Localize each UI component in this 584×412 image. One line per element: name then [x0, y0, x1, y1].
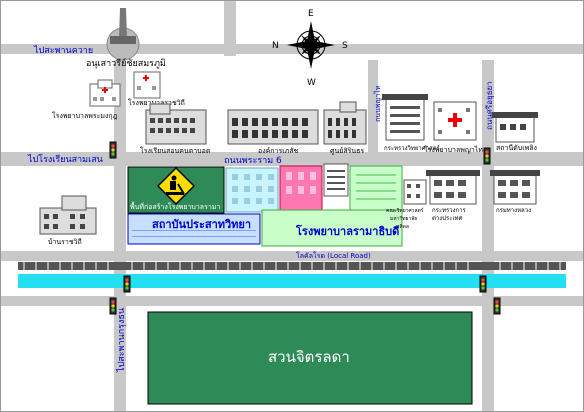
victory-monument — [106, 8, 140, 61]
institute-building — [127, 213, 261, 245]
label-faculty-sci: คณะวิทยาศาสตร์ — [386, 207, 424, 214]
phayathai-hospital-building — [433, 101, 477, 141]
road-phayathai-vertical — [368, 60, 378, 164]
railway — [18, 262, 566, 270]
label-faculty-sci-2: มหาวิทยาลัย — [390, 215, 417, 222]
compass-w: W — [307, 78, 316, 88]
road-left-vertical — [114, 60, 126, 412]
road-local — [0, 251, 584, 261]
road-rama6 — [0, 152, 584, 166]
traffic-light-icon — [123, 275, 131, 293]
label-school-deaf: โรงเรียนสอนคนตาบอด — [140, 146, 210, 155]
label-pahonyothin: ไปสะพานควาย — [33, 45, 93, 56]
label-institute: สถาบันประสาทวิทยา — [152, 218, 251, 231]
label-local-road: โลคัลโรด (Local Road) — [296, 251, 371, 260]
label-phayathai: ถนนพญาไท — [373, 85, 382, 122]
label-highways: กรมทางหลวง — [496, 207, 531, 214]
ministry-science-building — [382, 94, 428, 141]
label-krungthon: ไปสะพานกรุงธน — [116, 308, 127, 373]
fire-station-building — [492, 112, 538, 143]
label-chitralada: สวนจิตรลดา — [268, 348, 350, 366]
highways-building — [490, 170, 540, 205]
sirindhorn-building — [323, 101, 367, 145]
institute-windows — [132, 230, 256, 237]
phramongkut-hospital-building — [89, 79, 121, 107]
faculty-sci-building — [403, 179, 427, 205]
road-top-horizontal — [0, 44, 584, 54]
traffic-light-icon — [109, 297, 117, 315]
label-ministry-sci: กระทรวงวิทยาศาสตร์ — [384, 144, 441, 152]
label-ratchawithi-house: บ้านราชวิถี — [48, 238, 82, 246]
ramathibodi-building — [261, 209, 403, 247]
rajvithi-hospital-building — [133, 71, 161, 99]
label-victory-monument: อนุเสาวรีย์ชัยสมรภูมิ — [86, 57, 166, 69]
label-ramathibodi: โรงพยาบาลรามาธิบดี — [295, 224, 399, 238]
label-phayathai-hosp: โรงพยาบาลพญาไท — [424, 145, 483, 154]
compass-e: E — [308, 9, 314, 19]
construction-sign-icon — [156, 166, 196, 206]
label-fire-station: สถานีดับเพลิง — [496, 144, 537, 152]
label-construction: พื้นที่ก่อสร้างโรงพยาบาลรามา — [130, 200, 220, 211]
pharm-org-building — [227, 109, 319, 145]
green-wing-upper — [349, 165, 403, 213]
compass-n: N — [272, 41, 279, 51]
pink-building-windows — [286, 172, 316, 194]
label-faculty-sci-3: มหิดล — [396, 223, 409, 230]
foreign-ministry-building — [426, 170, 480, 205]
cyan-building-windows — [232, 174, 274, 204]
label-rajvithi: โรงพยาบาลราชวิถี — [128, 98, 185, 107]
label-foreign-ministry: กระทรวงการ — [432, 207, 467, 214]
compass-s: S — [342, 41, 348, 51]
label-sirindhorn: ศูนย์สิรินธร — [330, 147, 364, 155]
road-pahonyothin-vertical — [224, 0, 236, 56]
traffic-light-icon — [479, 275, 487, 293]
chitralada-park — [147, 311, 473, 405]
label-phramongkut: โรงพยาบาลพระมงกุฎ — [52, 111, 118, 120]
canal — [18, 274, 566, 288]
compass-rose — [287, 21, 335, 69]
traffic-light-icon — [493, 297, 501, 315]
label-sriayutthaya: ถนนศรีอยุธยา — [485, 81, 494, 130]
traffic-light-icon — [109, 141, 117, 159]
traffic-light-icon — [483, 147, 491, 165]
school-deaf-building — [145, 103, 207, 145]
label-rianthong: ไปโรงเรียนสามเสน — [27, 154, 103, 165]
label-pharm: องค์การเภสัช — [258, 147, 299, 155]
label-rama6: ถนนพระราม 6 — [224, 156, 282, 166]
road-bottom — [0, 296, 584, 306]
ratchawithi-house-building — [39, 195, 97, 235]
white-tower — [323, 163, 349, 197]
label-foreign-ministry-2: ต่างประเทศ — [432, 215, 462, 222]
